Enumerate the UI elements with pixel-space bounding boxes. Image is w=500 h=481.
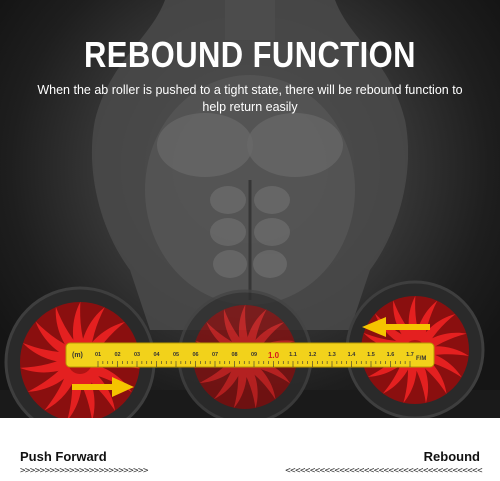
push-arrow	[72, 377, 134, 397]
subtext-line-1: When the ab roller is pushed to a tight …	[37, 83, 463, 97]
subtext: When the ab roller is pushed to a tight …	[30, 82, 470, 116]
ruler-tick-label: 06	[192, 352, 198, 358]
headline: REBOUND FUNCTION	[84, 34, 416, 75]
ruler-ticks: 01 02 03 04 05 06 07 08 09 1.0 1.1 1.2 1.3 1.4 1.5 1.6 1…	[95, 351, 414, 367]
ruler-tick-label: 05	[173, 352, 179, 358]
ruler-tick-label: 04	[153, 352, 160, 358]
ruler-end-label: F/M	[416, 356, 426, 362]
ruler-tick-label: 1.5	[367, 352, 375, 358]
ruler-tick-label: 1.2	[309, 352, 317, 358]
ruler-tick-label: 08	[231, 352, 237, 358]
ruler-tick-label: 01	[95, 352, 101, 358]
ruler-unit: (m)	[72, 352, 83, 359]
subtext-line-2: help return easily	[202, 100, 298, 114]
rebound-chevrons: <<<<<<<<<<<<<<<<<<<<<<<<<<<<<<<<<<<<<<<<	[285, 466, 482, 476]
ruler-tick-label: 1.0	[268, 351, 280, 360]
rebound-label: Rebound	[423, 449, 480, 464]
ruler-tick-label: 1.3	[328, 352, 336, 358]
push-forward-chevrons: >>>>>>>>>>>>>>>>>>>>>>>>>>	[20, 466, 148, 476]
ruler-tick-label: 1.7	[406, 352, 414, 358]
bottom-caption-bar: Push Forward >>>>>>>>>>>>>>>>>>>>>>>>>> …	[0, 418, 500, 481]
rebound-arrow	[362, 317, 430, 337]
measuring-ruler: (m) 01 02 03 04 05 06 07 08 09 1.0 1.1 1.2 1.3 1.4 1.5…	[65, 342, 435, 368]
ruler-tick-label: 02	[114, 352, 120, 358]
ruler-tick-label: 1.4	[348, 352, 357, 358]
ruler-tick-label: 03	[134, 352, 140, 358]
ruler-tick-label: 07	[212, 352, 218, 358]
ruler-tick-label: 09	[251, 352, 257, 358]
push-forward-label: Push Forward	[20, 449, 107, 464]
torso-silhouette	[91, 0, 409, 330]
ruler-tick-label: 1.1	[289, 352, 297, 358]
ruler-tick-label: 1.6	[387, 352, 395, 358]
